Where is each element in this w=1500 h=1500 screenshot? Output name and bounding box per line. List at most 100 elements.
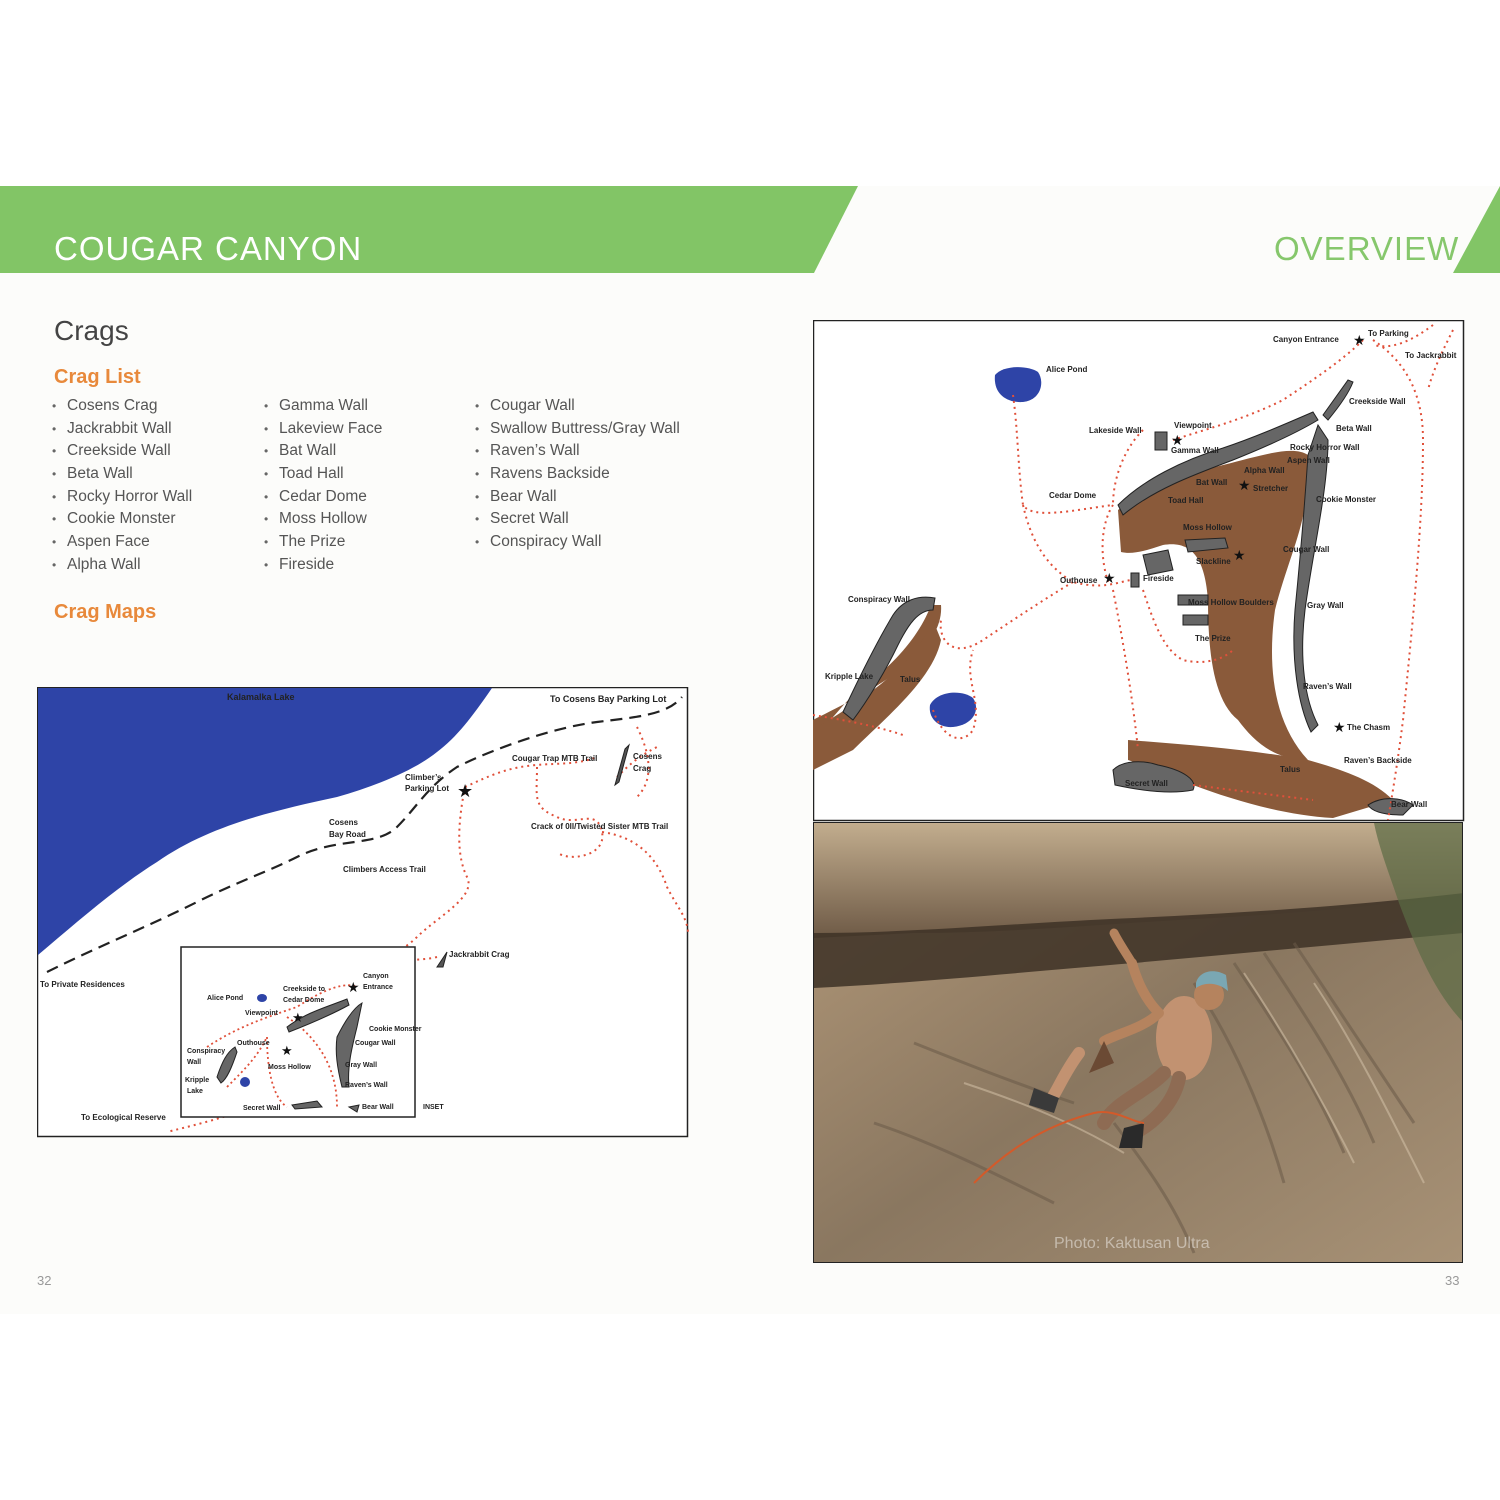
fireside-label: Fireside: [1143, 574, 1174, 583]
inset-cougar-label: Cougar Wall: [355, 1040, 396, 1047]
cougar-wall-rock: [1293, 423, 1329, 733]
cougar-trap-label: Cougar Trap MTB Trail: [512, 754, 597, 763]
detail-trails: [813, 324, 1454, 821]
chasm-star-icon: ★: [1333, 719, 1346, 735]
list-item: Aspen Face: [52, 531, 192, 554]
inset-secret-label: Secret Wall: [243, 1105, 281, 1112]
cookie-monster-label: Cookie Monster: [1316, 495, 1376, 504]
boulder-1: [1142, 549, 1174, 576]
left-talus-2: [813, 620, 941, 770]
banner-right-wedge: [1453, 186, 1500, 273]
inset-kripple-label-1: Kripple: [185, 1077, 209, 1084]
canyon-entrance-label: Canyon Entrance: [1273, 335, 1339, 344]
lower-talus-label: Talus: [1280, 765, 1301, 774]
list-item: Swallow Buttress/Gray Wall: [475, 418, 680, 441]
inset-alice-pond-label: Alice Pond: [207, 995, 243, 1002]
crag-list-column-2: Gamma Wall Lakeview Face Bat Wall Toad H…: [264, 395, 382, 577]
kripple-lake-label: Kripple Lake: [825, 672, 874, 681]
crag-list-heading: Crag List: [54, 366, 141, 388]
moss-hollow-label: Moss Hollow: [1183, 523, 1233, 532]
list-item: Moss Hollow: [264, 508, 382, 531]
viewpoint-star-icon: ★: [292, 1010, 304, 1025]
inset-conspiracy-label-2: Wall: [187, 1059, 201, 1066]
list-item: Fireside: [264, 554, 382, 577]
toad-hall-label: Toad Hall: [1168, 496, 1203, 505]
gray-wall-label: Gray Wall: [1307, 601, 1344, 610]
inset-rock-2: [335, 1002, 363, 1088]
left-talus: [813, 605, 942, 740]
cosens-crag-label-1: Cosens: [633, 752, 662, 761]
inset-kripple-label-2: Lake: [187, 1088, 203, 1095]
list-item: Beta Wall: [52, 463, 192, 486]
list-item: Rocky Horror Wall: [52, 486, 192, 509]
boulder-4: [1177, 594, 1209, 606]
viewpoint-star-icon: ★: [1171, 432, 1184, 448]
header-banner: [0, 186, 1500, 273]
inset-canyon-label-2: Entrance: [363, 984, 393, 991]
inset-rock-1: [286, 998, 350, 1033]
gamma-wall-label: Gamma Wall: [1171, 446, 1219, 455]
lakeside-wall-rock: [1154, 431, 1168, 451]
inset-gray-wall-label: Gray Wall: [345, 1062, 377, 1069]
climbers-access-label: Climbers Access Trail: [343, 865, 426, 874]
list-item: Cedar Dome: [264, 486, 382, 509]
ravens-backside-label: Raven’s Backside: [1344, 756, 1412, 765]
crack-trail-label: Crack of 0ll/Twisted Sister MTB Trail: [531, 822, 668, 831]
to-private-label: To Private Residences: [40, 980, 125, 989]
bear-wall-rock: [1367, 798, 1414, 816]
list-item: Jackrabbit Wall: [52, 418, 192, 441]
list-item: Conspiracy Wall: [475, 531, 680, 554]
kripple-lake: [929, 692, 977, 728]
crag-maps-heading: Crag Maps: [54, 601, 157, 623]
photo-illustration: Photo: Kaktusan Ultra: [814, 823, 1462, 1262]
stretcher-star-icon: ★: [1238, 477, 1251, 493]
list-item: Bear Wall: [475, 486, 680, 509]
ravens-wall-label: Raven’s Wall: [1303, 682, 1352, 691]
banner-left-stripe: [0, 186, 858, 273]
cosens-bay-road-label-1: Cosens: [329, 818, 358, 827]
list-item: Toad Hall: [264, 463, 382, 486]
creekside-wall-label: Creekside Wall: [1349, 397, 1406, 406]
aspen-wall-label: Aspen Wall: [1287, 456, 1330, 465]
boulder-3: [1130, 572, 1140, 588]
the-prize-label: The Prize: [1195, 634, 1231, 643]
inset-moss-hollow-label: Moss Hollow: [268, 1064, 311, 1071]
crag-list-column-1: Cosens Crag Jackrabbit Wall Creekside Wa…: [52, 395, 192, 577]
viewpoint-label: Viewpoint: [1174, 421, 1212, 430]
page-number-right: 33: [1445, 1273, 1460, 1288]
inset-box: [180, 946, 416, 1118]
inset-kripple-lake: [240, 1077, 250, 1087]
rocky-horror-label: Rocky Horror Wall: [1290, 443, 1360, 452]
conspiracy-wall-rock: [842, 596, 936, 721]
inset-creekside-label-2: Cedar Dome: [283, 997, 324, 1004]
inset-alice-pond: [257, 994, 267, 1002]
inset-secret-wall: [291, 1100, 324, 1110]
to-ecological-label: To Ecological Reserve: [81, 1113, 166, 1122]
slackline-label: Slackline: [1196, 557, 1231, 566]
inset-bear-label: Bear Wall: [362, 1104, 394, 1111]
lake-label: Kalamalka Lake: [227, 692, 295, 702]
list-item: Bat Wall: [264, 440, 382, 463]
moss-hollow-boulders-label: Moss Hollow Boulders: [1188, 598, 1274, 607]
canyon-entrance-star-icon: ★: [347, 979, 360, 995]
list-item: Alpha Wall: [52, 554, 192, 577]
list-item: Gamma Wall: [264, 395, 382, 418]
boulder-2: [1184, 537, 1229, 553]
inset-viewpoint-label: Viewpoint: [245, 1010, 279, 1017]
photo-caption: Photo: Kaktusan Ultra: [1054, 1235, 1210, 1252]
bear-wall-label: Bear Wall: [1391, 800, 1427, 809]
inset-conspiracy-label-1: Conspiracy: [187, 1048, 225, 1055]
list-item: Cougar Wall: [475, 395, 680, 418]
bat-wall-label: Bat Wall: [1196, 478, 1227, 487]
outhouse-star-icon: ★: [281, 1043, 293, 1058]
list-item: Ravens Backside: [475, 463, 680, 486]
list-item: Lakeview Face: [264, 418, 382, 441]
inset-creekside-label-1: Creekside to: [283, 986, 325, 993]
alice-pond-label: Alice Pond: [1046, 365, 1087, 374]
outhouse-label: Outhouse: [1060, 576, 1098, 585]
cosens-bay-road-label-2: Bay Road: [329, 830, 366, 839]
climbers-parking-label-1: Climber’s: [405, 773, 442, 782]
list-item: Cookie Monster: [52, 508, 192, 531]
cougar-wall-label: Cougar Wall: [1283, 545, 1329, 554]
slackline-star-icon: ★: [1233, 547, 1246, 563]
